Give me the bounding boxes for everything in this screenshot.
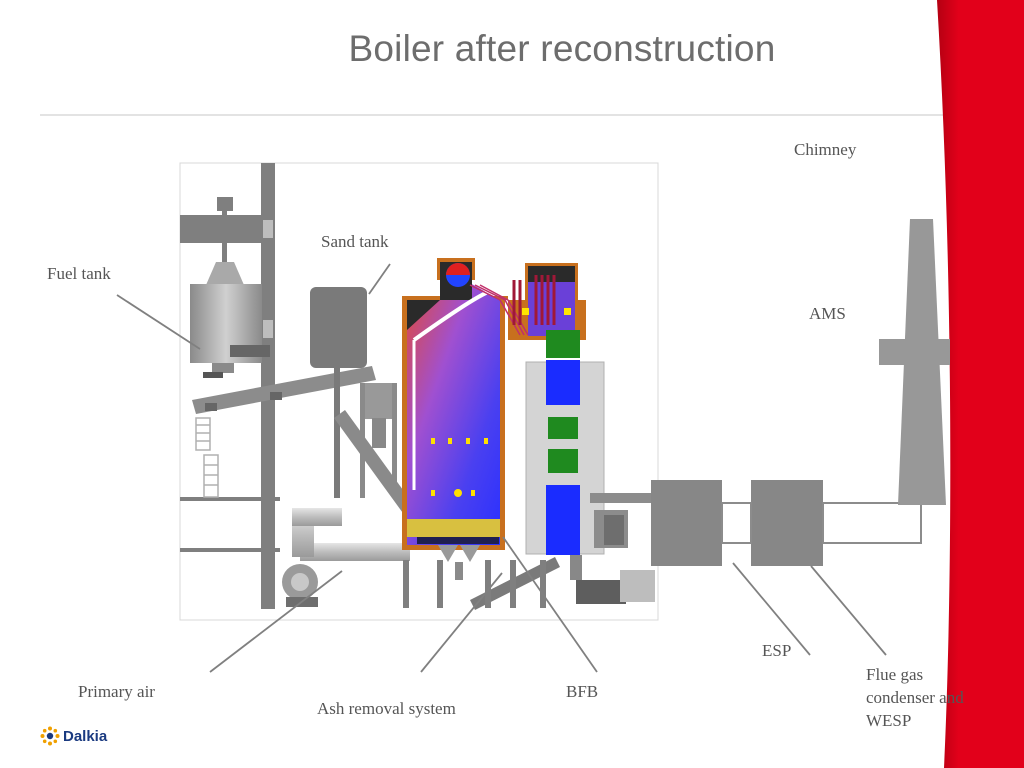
flue-pipe [590, 493, 652, 503]
label-ams: AMS [809, 304, 846, 323]
label-ash-removal: Ash removal system [317, 699, 456, 718]
flue-fan [576, 510, 655, 604]
logo-text: Dalkia [63, 727, 108, 745]
connecting-pipes [721, 502, 922, 544]
label-sand-tank: Sand tank [321, 232, 389, 251]
dalkia-logo: Dalkia [40, 726, 107, 746]
support-legs [403, 560, 546, 608]
wesp-unit [751, 480, 823, 566]
sand-tank [310, 287, 367, 368]
slide-title: Boiler after reconstruction [348, 28, 776, 69]
label-flue-gas-line-1: Flue gas [866, 665, 924, 684]
pointer-lines [116, 263, 887, 673]
convection-pass [525, 330, 605, 580]
label-bfb: BFB [566, 682, 599, 701]
fuel-tank [190, 262, 270, 378]
title-divider [40, 114, 945, 116]
esp-unit [651, 480, 722, 566]
label-primary-air: Primary air [78, 682, 155, 701]
label-flue-gas-line-3: WESP [866, 710, 912, 730]
label-chimney: Chimney [794, 140, 857, 159]
red-side-band [937, 0, 1024, 768]
fuel-conveyor [192, 366, 376, 414]
boiler-furnace [402, 258, 586, 580]
label-fuel-tank: Fuel tank [47, 264, 111, 283]
chimney [879, 219, 950, 505]
label-esp: ESP [762, 641, 792, 660]
label-flue-gas-condenser: Flue gas condenser and WESP [866, 664, 964, 733]
primary-air-duct [282, 508, 410, 607]
sun-burst-icon [40, 726, 60, 746]
label-flue-gas-line-2: condenser and [866, 687, 964, 707]
stairs [195, 417, 219, 498]
